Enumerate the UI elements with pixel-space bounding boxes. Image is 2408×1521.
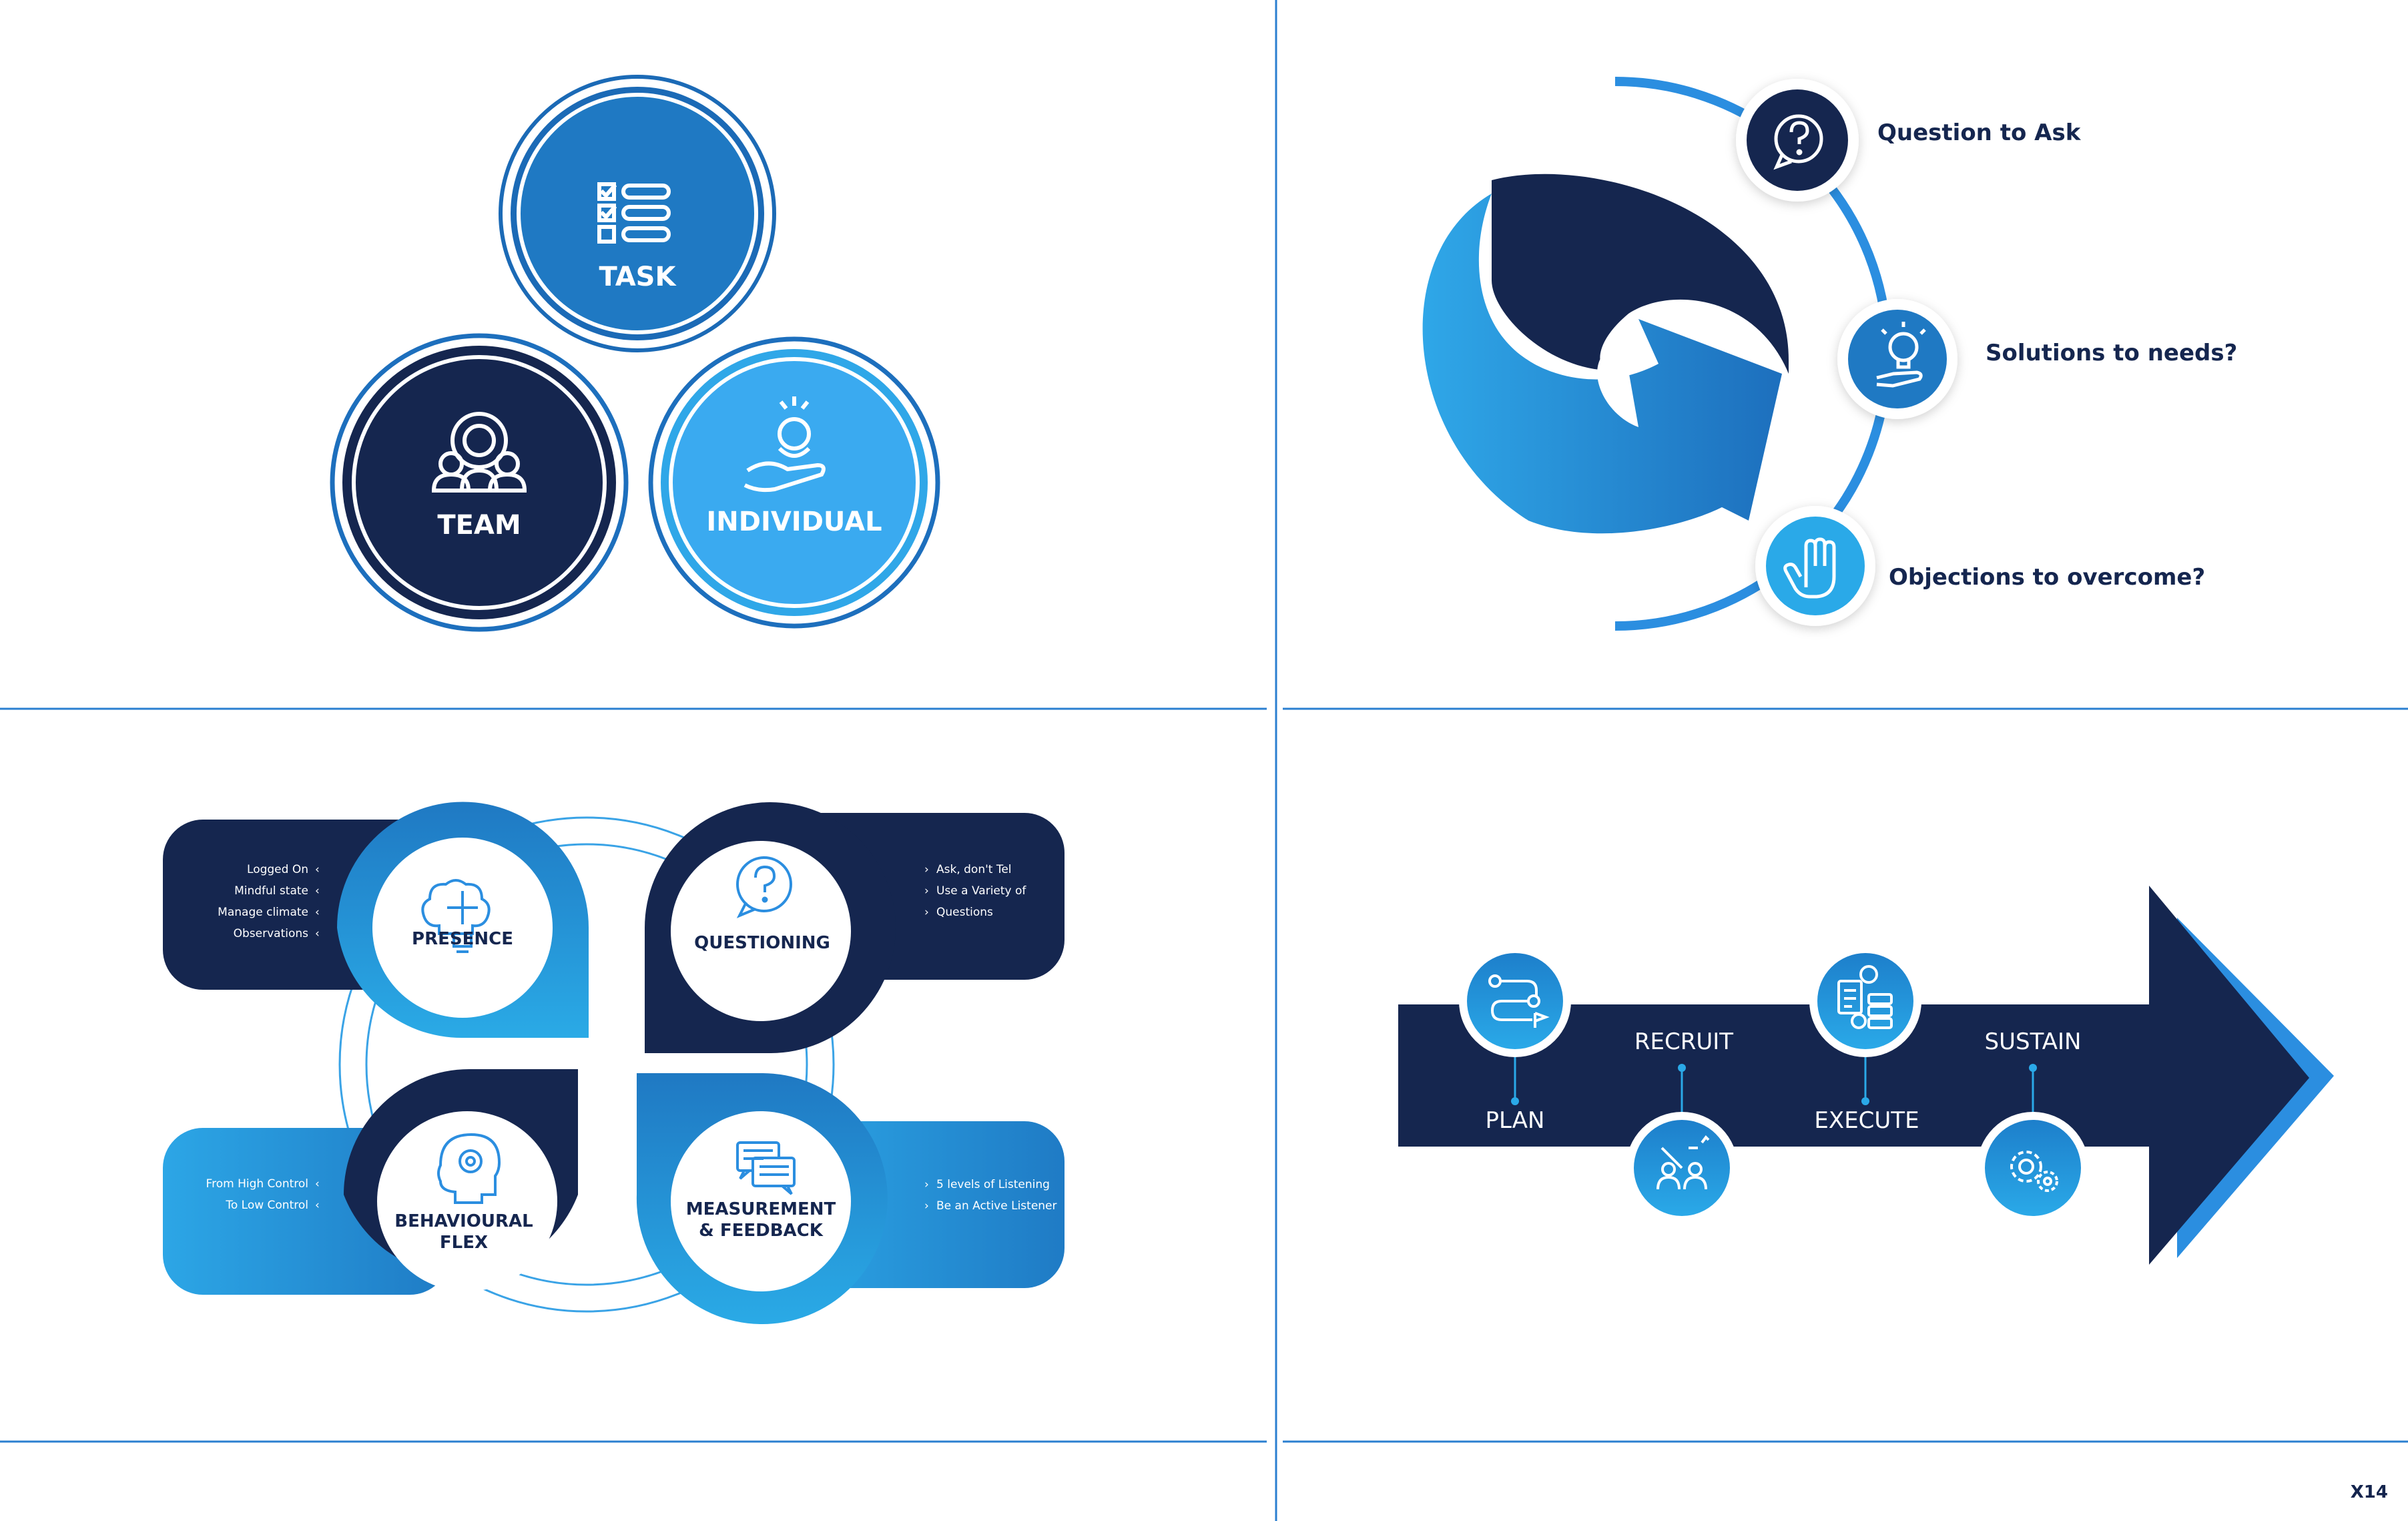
measurement-note-1: 5 levels of Listening xyxy=(936,1178,1050,1191)
behavioural-note-2: To Low Control xyxy=(225,1199,308,1212)
questioning-notes: › › › Ask, don't Tel Use a Variety of Qu… xyxy=(924,863,1026,919)
chat-bubbles-icon xyxy=(736,1141,796,1195)
process-arrow: PLAN RECRUIT xyxy=(1398,886,2334,1265)
step-execute: EXECUTE xyxy=(1809,945,1921,1134)
arrow-body xyxy=(1398,886,2309,1265)
behavioural-label-line1: BEHAVIOURAL xyxy=(394,1211,533,1231)
outer-ring xyxy=(338,816,835,1313)
swoosh-highlight xyxy=(1597,347,1638,427)
question-item-1: Question to Ask xyxy=(1736,79,2082,202)
chevron-right-icon: › xyxy=(924,1178,929,1191)
presence-label: PRESENCE xyxy=(412,929,513,949)
question-label-3: Objections to overcome? xyxy=(1889,564,2205,591)
swoosh-arrow xyxy=(1422,194,1782,534)
task-label: TASK xyxy=(599,262,677,292)
individual-label: INDIVIDUAL xyxy=(706,507,882,537)
lightbulb-hand-icon xyxy=(1876,322,1926,388)
behavioural-notes: From High Control To Low Control ‹ ‹ xyxy=(206,1177,320,1212)
gears-icon xyxy=(2010,1151,2058,1192)
question-bubble-icon xyxy=(1773,114,1823,170)
behavioural-label-line2: FLEX xyxy=(440,1233,488,1253)
question-item-3: Objections to overcome? xyxy=(1755,506,2205,626)
presence-note-1: Logged On xyxy=(247,863,308,876)
head-gear-icon xyxy=(437,1133,501,1204)
measurement-label-line2: & FEEDBACK xyxy=(699,1221,824,1241)
coaching-quad: PRESENCE QUESTIONING BEHAVIOURAL FLEX ME… xyxy=(163,802,1065,1324)
inner-ring xyxy=(365,843,808,1286)
hand-person-icon xyxy=(743,396,826,493)
individual-circle: INDIVIDUAL xyxy=(648,336,940,629)
chevron-right-icon: › xyxy=(924,884,929,898)
task-circle: TASK xyxy=(499,75,776,352)
questioning-note-2: Use a Variety of xyxy=(936,884,1026,898)
measurement-label-line1: MEASUREMENT xyxy=(686,1199,836,1219)
question-cycle: Question to Ask Solutions to needs? Obje… xyxy=(1422,77,2237,631)
measurement-note-2: Be an Active Listener xyxy=(936,1199,1057,1213)
team-gear-icon xyxy=(431,412,527,493)
presence-note-2: Mindful state xyxy=(234,884,308,898)
presence-note-3: Manage climate xyxy=(218,906,308,919)
team-label: TEAM xyxy=(437,510,521,541)
step-label-recruit: RECRUIT xyxy=(1634,1028,1733,1055)
presence-note-4: Observations xyxy=(234,927,309,940)
step-plan: PLAN xyxy=(1459,945,1571,1134)
step-label-plan: PLAN xyxy=(1486,1107,1545,1134)
connector-dots xyxy=(1511,1064,2037,1105)
question-bubble-icon xyxy=(736,856,792,918)
questioning-note-1: Ask, don't Tel xyxy=(936,863,1012,876)
page-badge: X14 xyxy=(2350,1482,2388,1502)
chevron-left-icon: ‹ xyxy=(315,863,320,876)
swoosh-dark xyxy=(1492,174,1789,374)
presence-notes: Logged On Mindful state Manage climate O… xyxy=(218,863,320,940)
checklist-icon xyxy=(597,182,671,244)
step-sustain: SUSTAIN xyxy=(1977,1028,2089,1224)
chevron-left-icon: ‹ xyxy=(315,906,320,919)
chevron-left-icon: ‹ xyxy=(315,1199,320,1212)
chevron-left-icon: ‹ xyxy=(315,927,320,940)
route-flag-icon xyxy=(1488,974,1550,1028)
connectors xyxy=(1514,1054,2034,1115)
stop-hand-icon xyxy=(1783,537,1836,599)
step-label-execute: EXECUTE xyxy=(1814,1107,1919,1134)
venn-diagram: TASK TEAM xyxy=(330,75,940,632)
presence-circle xyxy=(372,838,553,1018)
brain-bulb-icon xyxy=(421,879,491,953)
chevron-right-icon: › xyxy=(924,863,929,876)
step-label-sustain: SUSTAIN xyxy=(1985,1028,2082,1055)
measurement-circle xyxy=(671,1111,851,1291)
gear-document-icon xyxy=(1837,965,1893,1029)
questioning-note-3: Questions xyxy=(936,906,993,919)
question-label-1: Question to Ask xyxy=(1877,119,2082,146)
behavioural-note-1: From High Control xyxy=(206,1177,308,1191)
chevron-left-icon: ‹ xyxy=(315,1177,320,1191)
chevron-right-icon: › xyxy=(924,906,929,919)
team-circle: TEAM xyxy=(330,333,629,632)
questioning-label: QUESTIONING xyxy=(694,933,830,953)
question-label-2: Solutions to needs? xyxy=(1986,340,2237,366)
step-recruit: RECRUIT xyxy=(1626,1028,1738,1224)
measurement-notes: › › 5 levels of Listening Be an Active L… xyxy=(924,1178,1057,1213)
questioning-circle xyxy=(671,841,851,1021)
question-item-2: Solutions to needs? xyxy=(1837,299,2237,419)
chevron-left-icon: ‹ xyxy=(315,884,320,898)
people-pick-icon xyxy=(1657,1135,1710,1190)
chevron-right-icon: › xyxy=(924,1199,929,1213)
